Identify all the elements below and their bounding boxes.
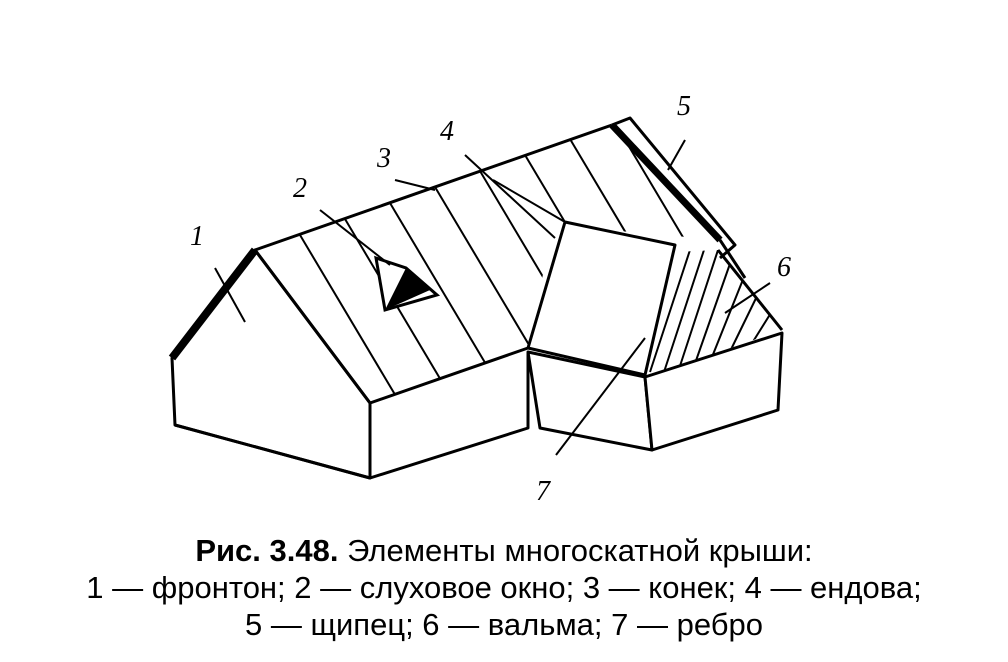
callout-6: 6 — [777, 252, 791, 283]
roof-outline — [168, 116, 784, 480]
roof-diagram: 1 2 3 4 5 6 7 — [168, 91, 791, 507]
caption-line-3: 5 — щипец; 6 — вальма; 7 — ребро — [245, 607, 763, 642]
rake-edge-thick — [609, 122, 723, 243]
figure-caption: Рис. 3.48. Элементы многоскатной крыши: … — [0, 532, 1008, 643]
callout-2: 2 — [293, 173, 307, 204]
dormer-window — [374, 255, 441, 312]
leader-lines — [214, 139, 771, 456]
hip-side-wall — [643, 331, 784, 452]
house-left-base — [174, 352, 530, 480]
valley-line — [492, 179, 566, 223]
wing-roof-face — [526, 220, 677, 377]
callout-3: 3 — [376, 143, 391, 174]
main-eave — [253, 249, 529, 405]
caption-line-2: 1 — фронтон; 2 — слуховое окно; 3 — коне… — [86, 570, 922, 605]
figure-number: Рис. 3.48. — [195, 533, 339, 568]
ridge-line — [254, 123, 613, 252]
callout-7: 7 — [536, 476, 551, 507]
callout-5: 5 — [677, 91, 691, 122]
caption-title: Элементы многоскатной крыши: — [347, 533, 813, 568]
callout-1: 1 — [190, 221, 204, 252]
gable-edge-thick — [168, 247, 259, 361]
caption-line-1: Рис. 3.48. Элементы многоскатной крыши: — [0, 532, 1008, 569]
gable-cap — [611, 116, 737, 260]
callout-4: 4 — [440, 116, 454, 147]
